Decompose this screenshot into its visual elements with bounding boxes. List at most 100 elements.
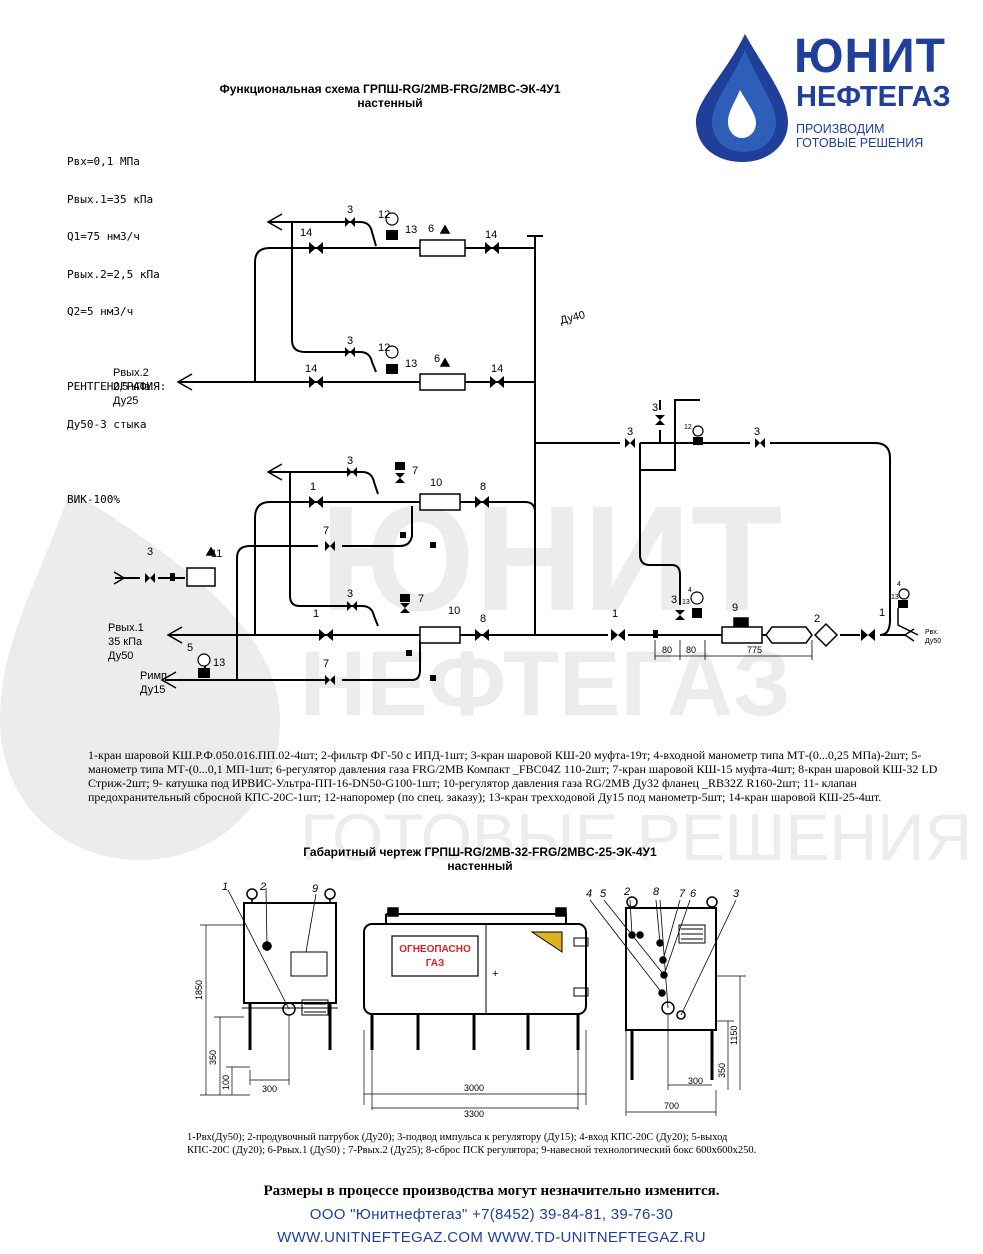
du40-label: Ду40: [559, 309, 587, 327]
param-line: Pвых.1=35 кПа: [67, 192, 154, 206]
out1-label-c: Ду50: [108, 650, 133, 662]
logo-name-line1: ЮНИТ: [794, 30, 946, 83]
manometer-12-icon: [692, 425, 704, 437]
manometer-12-icon: [385, 345, 399, 359]
dims-title-line2: настенный: [447, 859, 513, 873]
pos-number: 8: [480, 613, 486, 625]
logo-tagline-line2: ГОТОВЫЕ РЕШЕНИЯ: [796, 136, 924, 150]
callout: 9: [312, 883, 318, 895]
plug-icon: [430, 675, 436, 681]
pos-number: 3: [754, 426, 760, 438]
valve-7-icon: [325, 541, 335, 551]
pos-number: 6: [434, 353, 440, 365]
plug-icon: [400, 532, 406, 538]
pos-number: 5: [187, 642, 193, 654]
valve-7-icon: [395, 473, 405, 483]
dims-title-line1: Габаритный чертеж ГРПШ-RG/2MB-32-FRG/2MB…: [303, 845, 657, 859]
pos-number: 12: [684, 424, 692, 431]
equipment: [186, 239, 839, 648]
scheme-legend: 1-кран шаровой КШ.Р.Ф.050.016.ПП.02-4шт;…: [88, 748, 938, 804]
pos-number: 3: [627, 426, 633, 438]
flow-arrows: [113, 213, 919, 689]
dim-300: 300: [262, 1084, 277, 1094]
pos-number: 4: [688, 587, 692, 594]
pos-number: 10: [430, 477, 442, 489]
pos-number: 13: [891, 594, 899, 601]
pos-number: 14: [485, 229, 497, 241]
valve-14-icon: [490, 376, 504, 388]
position-numbers: 3 12 13 6 14 14 3 12 13 6 14 14 3 7 10 8…: [147, 204, 901, 670]
regulator-6-icon: [419, 373, 466, 391]
valve-3-icon: [347, 467, 357, 477]
param-line: ВИК-100%: [67, 492, 120, 506]
pos-number: 10: [448, 605, 460, 617]
pos-number: 7: [323, 525, 329, 537]
manometer-5-icon: [197, 653, 211, 667]
valve-3-icon: [675, 610, 685, 620]
valve-1-icon: [861, 629, 875, 641]
website-links[interactable]: WWW.UNITNEFTEGAZ.COM WWW.TD-UNITNEFTEGAZ…: [277, 1229, 706, 1246]
pos-number: 14: [491, 363, 503, 375]
callout: 2: [623, 886, 630, 898]
three-way-valve-13-icon: [898, 600, 908, 608]
meter-head-icon: [733, 617, 749, 627]
pos-number: 12: [378, 209, 390, 221]
pos-number: 1: [310, 481, 316, 493]
pilot-icon: [395, 462, 405, 470]
pos-number: 3: [347, 335, 353, 347]
dimension-lines: [654, 640, 813, 660]
dim-3300: 3300: [464, 1109, 484, 1119]
pos-number: 13: [682, 599, 690, 606]
watermark-line2: НЕФТЕГАЗ: [300, 633, 791, 735]
pos-number: 13: [405, 358, 417, 370]
dimension-values: 80 80 775: [662, 645, 762, 655]
callout: 4: [586, 888, 592, 900]
dim-3000: 3000: [464, 1083, 484, 1093]
watermark-line3: ГОТОВЫЕ РЕШЕНИЯ: [300, 800, 972, 874]
pipelines: [115, 221, 905, 681]
dim-100: 100: [221, 1075, 231, 1090]
dim-1850: 1850: [194, 980, 204, 1000]
front-view: [363, 907, 589, 1050]
inlet-label-a: Pвх.: [925, 629, 939, 636]
pos-number: 3: [347, 455, 353, 467]
regulator-10-icon: [419, 493, 461, 511]
plug-icon: [406, 650, 412, 656]
dim-300-right: 300: [688, 1076, 703, 1086]
pos-number: 3: [652, 402, 658, 414]
dimension-values-2: 1850 350 100 300 3000 3300 350 1150 300 …: [194, 980, 739, 1119]
scheme-title-line2: настенный: [357, 96, 423, 110]
callout: 6: [690, 888, 697, 900]
three-way-valve-13-icon: [198, 668, 210, 678]
regulator-10-icon: [419, 626, 461, 644]
cross-mark: +: [492, 968, 498, 980]
pos-number: 1: [612, 608, 618, 620]
footer-company: ООО "Юнитнефтегаз" +7(8452) 39-84-81, 39…: [309, 1206, 674, 1223]
pos-number: 9: [732, 602, 738, 614]
dim-350-right: 350: [717, 1063, 727, 1078]
dims-legend: 1-Pвх(Ду50); 2-продувочный патрубок (Ду2…: [187, 1132, 757, 1156]
pilot-icon: [400, 594, 410, 602]
param-line: Q2=5 нм3/ч: [67, 305, 134, 318]
valve-8-icon: [475, 496, 489, 508]
inlet-labels: Pвх. Ду50: [925, 629, 941, 645]
pos-number: 1: [879, 607, 885, 619]
pimp-label-a: Pимп: [140, 670, 167, 682]
valve-7-icon: [325, 675, 335, 685]
side-view-left: [227, 887, 338, 1050]
three-way-valve-13-icon: [692, 608, 702, 618]
valve-8-icon: [475, 629, 489, 641]
dim-80b: 80: [686, 645, 696, 655]
pos-number: 3: [347, 204, 353, 216]
side-view-right: [589, 896, 737, 1080]
logo-tagline-line1: ПРОИЗВОДИМ: [796, 122, 885, 136]
valve-1-icon: [611, 629, 625, 641]
pos-number: 7: [418, 593, 424, 605]
three-way-valve-13-icon: [693, 437, 703, 445]
valve-3-icon: [347, 601, 357, 611]
pos-number: 1: [313, 608, 319, 620]
footer-websites[interactable]: WWW.UNITNEFTEGAZ.COM WWW.TD-UNITNEFTEGAZ…: [0, 1229, 983, 1246]
dim-350: 350: [208, 1050, 218, 1065]
dimension-lines-2: [200, 924, 746, 1116]
out2-label-a: Pвых.2: [113, 367, 149, 379]
